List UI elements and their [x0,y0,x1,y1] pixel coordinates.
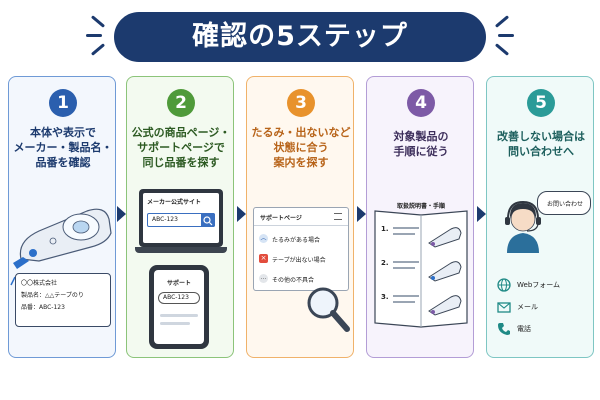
phone-icon [498,323,510,335]
support-item-label: その他の不具合 [272,277,315,284]
step-card-3: 3 たるみ・出ないなど 状態に合う 案内を探す サポートページ ︿ たるみがある… [246,76,354,358]
flow-arrow [477,206,486,222]
label-code: 品番：ABC-123 [21,304,65,311]
support-item-label: テープが出ない場合 [272,257,326,264]
manual-step: 1. [381,223,465,253]
menu-icon[interactable] [334,213,342,220]
step-badge: 5 [527,89,555,117]
globe-icon [497,278,511,292]
laptop-screen: メーカー公式サイト ABC-123 [139,189,223,247]
sparkle-mark [90,43,106,56]
step-badge: 2 [167,89,195,117]
manual-step: 2. [381,257,465,287]
support-item[interactable]: ︿ たるみがある場合 [259,232,345,246]
speech-bubble: お問い合わせ [537,191,591,215]
step-badge: 1 [49,89,77,117]
title-area: 確認の5ステップ [0,0,600,70]
flow-arrow [357,206,366,222]
mail-icon [497,302,511,313]
step-text: 公式の商品ページ・ サポートページで 同じ品番を探す [131,126,231,169]
tape-step-icon [428,295,462,316]
laptop-illustration: メーカー公式サイト ABC-123 [135,189,227,257]
sparkle-mark [90,15,106,28]
step-card-1: 1 本体や表示で メーカー・製品名・ 品番を確認 〇〇株式会社 製品名：△△テー… [8,76,116,358]
step-text: 本体や表示で メーカー・製品名・ 品番を確認 [13,126,113,169]
sparkle-mark [494,43,510,56]
phone-line [160,322,190,325]
phone-search-box[interactable]: ABC-123 [158,292,200,304]
phone-search-value: ABC-123 [163,294,189,301]
contact-item-mail[interactable]: メール [497,299,589,315]
search-value: ABC-123 [152,216,178,223]
phone-line [160,314,198,317]
phone-illustration: サポート ABC-123 [149,265,209,349]
label-product: 製品名：△△テープのり [21,292,84,299]
page-title: 確認の5ステップ [114,12,486,62]
product-label-card: 〇〇株式会社 製品名：△△テープのり 品番：ABC-123 [15,273,111,327]
site-title: メーカー公式サイト [147,199,202,206]
support-page-panel: サポートページ ︿ たるみがある場合 × テープが出ない場合 … その他の不具合 [253,207,349,291]
support-item-label: たるみがある場合 [272,237,321,244]
tape-dispenser-illustration [10,208,112,287]
support-page-title: サポートページ [260,215,302,222]
step-badge: 3 [287,89,315,117]
flow-arrow [237,206,246,222]
manual-book: 取扱説明書・手順 1. 2. 3. [371,201,471,333]
speech-bubble-text: お問い合わせ [546,201,583,208]
search-icon[interactable] [201,213,215,227]
phone-title: サポート [166,280,191,287]
support-agent-illustration [505,200,541,253]
manual-step-number: 1. [381,225,389,233]
support-item[interactable]: … その他の不具合 [259,272,345,286]
step-text: たるみ・出ないなど 状態に合う 案内を探す [251,126,351,169]
sparkle-mark [494,15,510,28]
tape-step-icon [428,261,462,282]
support-item[interactable]: × テープが出ない場合 [259,252,345,266]
step-text: 改善しない場合は 問い合わせへ [497,130,585,158]
search-box[interactable]: ABC-123 [147,213,215,227]
step-badge: 4 [407,89,435,117]
label-company: 〇〇株式会社 [21,280,58,287]
contact-item-web[interactable]: Webフォーム [497,277,589,293]
step-card-2: 2 公式の商品ページ・ サポートページで 同じ品番を探す メーカー公式サイト A… [126,76,234,358]
step-text: 対象製品の 手順に従う [393,130,449,158]
step-card-5: 5 改善しない場合は 問い合わせへ お問い合わせ Webフォーム メール 電話 [486,76,594,358]
contact-label: 電話 [517,325,531,333]
tape-step-icon [428,227,462,248]
contact-item-phone[interactable]: 電話 [497,321,589,337]
contact-label: Webフォーム [517,281,561,289]
sparkle-mark [86,34,102,37]
chevron-up-icon: ︿ [259,234,268,243]
manual-title: 取扱説明書・手順 [396,203,445,210]
step-card-4: 4 対象製品の 手順に従う 取扱説明書・手順 1. 2. 3. [366,76,474,358]
manual-step-number: 2. [381,259,389,267]
laptop-base [135,247,227,253]
magnifier-icon [307,287,350,332]
close-icon: × [259,254,268,263]
manual-step: 3. [381,291,465,321]
sparkle-mark [498,34,514,37]
flow-arrow [117,206,126,222]
more-icon: … [259,274,268,283]
contact-label: メール [517,303,538,311]
manual-step-number: 3. [381,293,389,301]
